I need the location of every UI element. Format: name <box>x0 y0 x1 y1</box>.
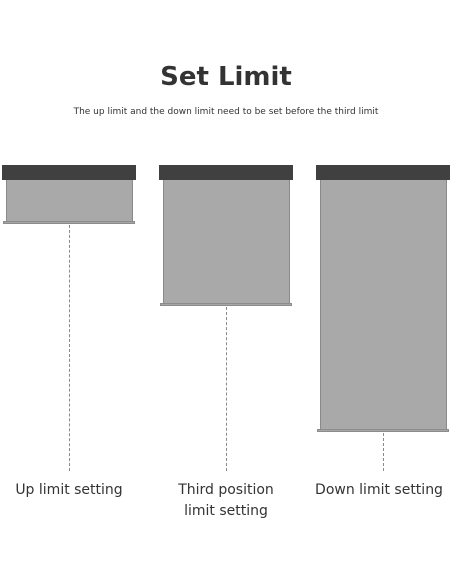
label-line: limit setting <box>184 503 268 519</box>
label-line: Third position <box>178 482 274 498</box>
shade-fabric <box>6 180 133 221</box>
shade-fabric <box>320 180 447 429</box>
bottom-bar <box>160 303 292 306</box>
page-title: Set Limit <box>160 62 292 92</box>
headrail <box>316 165 450 180</box>
down-limit-label: Down limit setting <box>306 480 452 501</box>
headrail <box>2 165 136 180</box>
third-position-label: Third position limit setting <box>152 480 300 522</box>
limit-line <box>69 225 70 471</box>
third-position-diagram <box>159 165 293 475</box>
bottom-bar <box>3 221 135 224</box>
headrail <box>159 165 293 180</box>
down-limit-diagram <box>316 165 450 475</box>
label-line: Up limit setting <box>15 482 123 498</box>
label-line: Down limit setting <box>315 482 443 498</box>
limit-line <box>226 307 227 471</box>
up-limit-diagram <box>2 165 136 475</box>
up-limit-label: Up limit setting <box>0 480 138 501</box>
bottom-bar <box>317 429 449 432</box>
limit-line <box>383 433 384 471</box>
shade-fabric <box>163 180 290 303</box>
page-subtitle: The up limit and the down limit need to … <box>73 107 379 117</box>
